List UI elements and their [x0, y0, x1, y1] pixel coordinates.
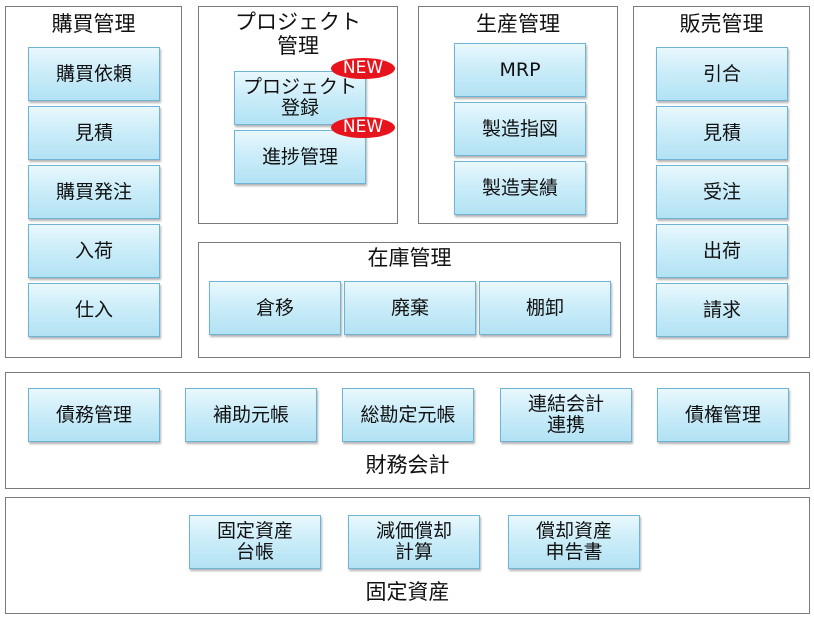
general-ledger-button[interactable]: 総勘定元帳	[342, 388, 474, 442]
fixed-assets-title: 固定資産	[365, 580, 450, 604]
receiving-button[interactable]: 入荷	[28, 224, 160, 278]
purchase-request-button[interactable]: 購買依頼	[28, 47, 160, 101]
asset-declaration-button[interactable]: 償却資産 申告書	[508, 515, 640, 569]
inventory-title: 在庫管理	[367, 246, 452, 270]
project-register-button[interactable]: プロジェクト 登録	[234, 71, 366, 125]
sales-order-button[interactable]: 受注	[656, 165, 788, 219]
new-badge: NEW	[331, 117, 395, 138]
consolidation-button[interactable]: 連結会計 連携	[500, 388, 632, 442]
disposal-button[interactable]: 廃棄	[344, 281, 476, 335]
asset-register-button[interactable]: 固定資産 台帳	[189, 515, 321, 569]
inventory-panel: 在庫管理 倉移 廃棄 棚卸	[198, 242, 621, 358]
new-badge: NEW	[331, 58, 395, 79]
production-panel: 生産管理 MRP 製造指図 製造実績	[418, 6, 618, 224]
stocktaking-button[interactable]: 棚卸	[479, 281, 611, 335]
purchasing-title: 購買管理	[51, 12, 136, 36]
financial-panel: 債務管理 補助元帳 総勘定元帳 連結会計 連携 債権管理 財務会計	[5, 372, 810, 489]
mrp-button[interactable]: MRP	[454, 43, 586, 97]
transfer-button[interactable]: 倉移	[209, 281, 341, 335]
purchase-order-button[interactable]: 購買発注	[28, 165, 160, 219]
payables-button[interactable]: 債務管理	[28, 388, 160, 442]
shipping-button[interactable]: 出荷	[656, 224, 788, 278]
purchasing-panel: 購買管理 購買依頼 見積 購買発注 入荷 仕入	[5, 6, 182, 358]
inquiry-button[interactable]: 引合	[656, 47, 788, 101]
project-panel: プロジェクト 管理 プロジェクト 登録 進捗管理 NEW NEW	[198, 6, 398, 224]
financial-title: 財務会計	[365, 453, 450, 477]
production-order-button[interactable]: 製造指図	[454, 102, 586, 156]
purchase-quote-button[interactable]: 見積	[28, 106, 160, 160]
production-title: 生産管理	[476, 12, 560, 36]
sales-title: 販売管理	[679, 12, 764, 36]
subledger-button[interactable]: 補助元帳	[185, 388, 317, 442]
fixed-assets-panel: 固定資産 台帳 減価償却 計算 償却資産 申告書 固定資産	[5, 497, 810, 614]
project-title: プロジェクト 管理	[235, 10, 361, 58]
receivables-button[interactable]: 債権管理	[657, 388, 789, 442]
sales-quote-button[interactable]: 見積	[656, 106, 788, 160]
production-results-button[interactable]: 製造実績	[454, 161, 586, 215]
billing-button[interactable]: 請求	[656, 283, 788, 337]
purchase-entry-button[interactable]: 仕入	[28, 283, 160, 337]
sales-panel: 販売管理 引合 見積 受注 出荷 請求	[633, 6, 810, 358]
progress-management-button[interactable]: 進捗管理	[234, 130, 366, 184]
depreciation-button[interactable]: 減価償却 計算	[348, 515, 480, 569]
